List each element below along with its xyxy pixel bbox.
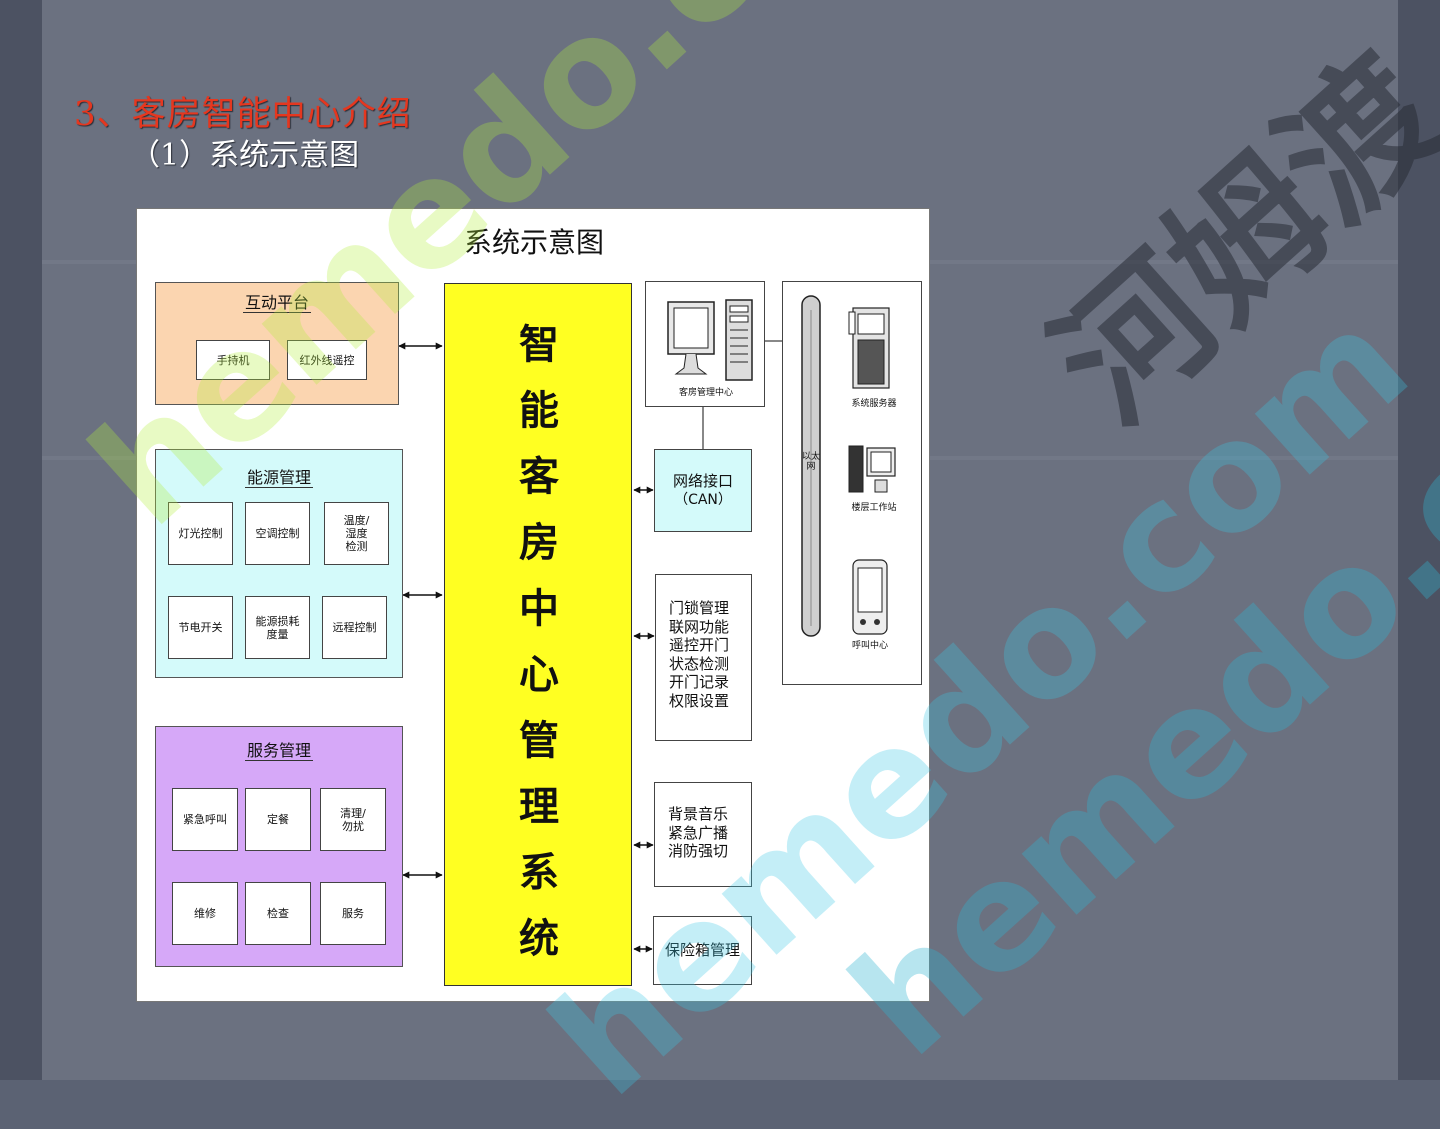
item-ac-control: 空调控制 [245, 502, 310, 565]
server-label: 系统服务器 [851, 399, 897, 409]
group-service: 服务管理 紧急呼叫 定餐 清理/ 勿扰 维修 检查 服务 [155, 726, 403, 967]
lock-line: 状态检测 [669, 654, 730, 673]
group-interactive: 互动平台 手持机 红外线遥控 [155, 282, 399, 405]
music-broadcast-box: 背景音乐 紧急广播 消防强切 [654, 782, 752, 887]
workstation-icon [848, 445, 896, 493]
safe-label: 保险箱管理 [664, 941, 740, 960]
call-center-label: 呼叫中心 [851, 641, 888, 651]
group-title-energy: 能源管理 [244, 468, 313, 488]
item-emergency-call: 紧急呼叫 [172, 788, 238, 851]
item-clean-dnd: 清理/ 勿扰 [320, 788, 386, 851]
server-icon [848, 307, 890, 389]
network-panel: 以太网 系统服务器 楼层工作站 呼叫中心 [782, 281, 922, 685]
item-remote-control: 远程控制 [322, 596, 387, 659]
lock-line: 权限设置 [669, 691, 730, 710]
ethernet-bus-icon [801, 295, 896, 637]
room-center-label: 客房管理中心 [678, 388, 733, 398]
item-repair: 维修 [172, 882, 238, 945]
network-interface-can: 网络接口 （CAN） [654, 449, 752, 532]
item-handheld: 手持机 [196, 340, 270, 380]
item-meal-order: 定餐 [245, 788, 311, 851]
core-char: 智 [519, 321, 559, 368]
group-title-service: 服务管理 [244, 741, 313, 761]
system-diagram: 系统示意图 [136, 208, 930, 1002]
diagram-title: 系统示意图 [463, 226, 604, 259]
music-line: 紧急广播 [668, 823, 729, 842]
handheld-icon [852, 559, 888, 635]
network-protocol: （CAN） [674, 491, 732, 508]
music-line: 背景音乐 [668, 805, 729, 823]
network-label: 网络接口 [672, 472, 733, 490]
core-char: 能 [519, 387, 559, 434]
core-char: 统 [519, 915, 559, 962]
item-energy-metering: 能源损耗 度量 [245, 596, 310, 659]
core-char: 理 [519, 783, 559, 830]
lock-line: 开门记录 [669, 673, 730, 691]
slide-subheading: （1）系统示意图 [130, 138, 360, 173]
workstation-label: 楼层工作站 [851, 503, 897, 513]
item-light-control: 灯光控制 [168, 502, 233, 565]
room-management-center: 客房管理中心 [645, 281, 765, 407]
lock-line: 门锁管理 [669, 599, 730, 617]
core-char: 系 [519, 849, 559, 896]
ethernet-label: 以太网 [802, 452, 821, 472]
computer-icon [667, 299, 753, 381]
core-char: 房 [519, 519, 559, 566]
group-energy: 能源管理 灯光控制 空调控制 温度/ 湿度 检测 节电开关 能源损耗 度量 远程… [155, 449, 403, 678]
slide-heading: 3、客房智能中心介绍 [74, 94, 412, 134]
core-char: 管 [519, 717, 559, 764]
lock-line: 联网功能 [669, 617, 730, 636]
item-power-switch: 节电开关 [168, 596, 233, 659]
core-system: 智 能 客 房 中 心 管 理 系 统 [444, 283, 632, 986]
door-lock-box: 门锁管理 联网功能 遥控开门 状态检测 开门记录 权限设置 [655, 574, 752, 741]
music-line: 消防强切 [668, 842, 729, 860]
core-char: 客 [519, 453, 559, 500]
core-char: 中 [519, 585, 559, 632]
lock-line: 遥控开门 [669, 636, 730, 654]
item-temp-humidity: 温度/ 湿度 检测 [324, 502, 389, 565]
item-service: 服务 [320, 882, 386, 945]
core-char: 心 [519, 651, 559, 698]
right-edge [1398, 0, 1440, 1080]
item-ir-remote: 红外线遥控 [287, 340, 367, 380]
left-edge [0, 0, 42, 1080]
item-inspection: 检查 [245, 882, 311, 945]
safe-management-box: 保险箱管理 [653, 916, 752, 985]
group-title-interactive: 互动平台 [242, 293, 311, 313]
